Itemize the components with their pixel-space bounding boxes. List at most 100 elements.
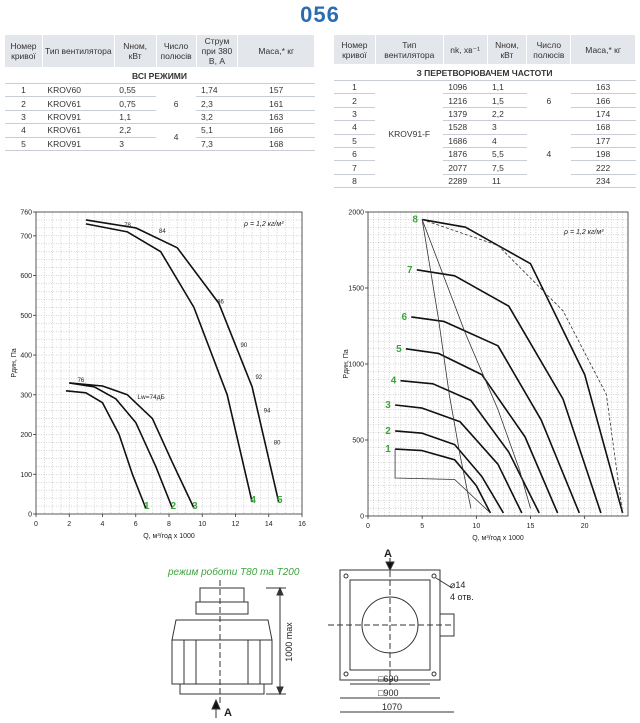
efficiency-curve [421, 219, 472, 509]
cell: 157 [237, 83, 315, 98]
y-tick-label: 0 [28, 512, 32, 519]
cell: 2,2 [487, 107, 527, 122]
leader-line [435, 577, 453, 589]
col-fan-type: Тип вентилятора [374, 34, 444, 65]
series-number-label: 4 [250, 495, 256, 506]
cell: 177 [570, 134, 636, 148]
cell: 4 [333, 120, 376, 135]
cell: 1528 [443, 120, 488, 135]
table-row: 8 2289 11 234 [333, 174, 636, 189]
x-tick-label: 0 [366, 523, 370, 530]
x-tick-label: 5 [420, 523, 424, 530]
arrow-down-icon [385, 561, 395, 572]
fan-top-view-drawing: A ⌀14 4 отв. □690 □900 1070 [328, 548, 474, 713]
series-line-3 [395, 404, 523, 514]
chart-axes [33, 211, 303, 517]
cell: 234 [570, 174, 636, 189]
cell: 2,2 [114, 123, 157, 138]
x-tick-label: 12 [232, 521, 240, 528]
x-tick-label: 10 [472, 523, 480, 530]
col-mass: Маса,* кг [237, 34, 315, 68]
mount-hole [431, 573, 437, 579]
cell: 2 [4, 96, 43, 111]
table-row: 3 KROV91 1,1 3,2 163 [4, 110, 315, 125]
cell: KROV91 [42, 110, 115, 125]
cell: 3 [333, 107, 376, 122]
height-label: 1000 max [284, 622, 294, 662]
col-mass: Маса,* кг [570, 34, 636, 65]
y-tick-label: 2000 [348, 210, 364, 217]
envelope-curve [422, 219, 623, 514]
cell: 1 [4, 83, 43, 98]
cell: KROV91 [42, 137, 115, 151]
cell: 5,1 [196, 123, 238, 138]
col-fan-type: Тип вентилятора [41, 34, 115, 68]
cell: 3,2 [196, 110, 238, 125]
cell: 1096 [443, 80, 488, 95]
y-axis-label: Pдин, Па [11, 348, 18, 377]
efficiency-curve [421, 219, 531, 509]
cell: 8 [333, 174, 376, 189]
base-plate [179, 683, 265, 695]
cell: KROV61 [42, 96, 115, 111]
cell: 3 [487, 120, 527, 135]
series-number-label: 2 [385, 426, 391, 437]
x-tick-label: 14 [265, 521, 273, 528]
series-line-3 [69, 382, 195, 509]
arrow-up-icon [211, 698, 221, 710]
page-title: 056 [300, 2, 340, 27]
cell: 4 [156, 123, 197, 151]
mount-hole [431, 671, 437, 677]
cell: 3 [114, 137, 157, 151]
x-tick-label: 2 [67, 521, 71, 528]
cell: 1379 [443, 107, 488, 122]
series-number-label: 1 [144, 501, 150, 512]
cell: 4 [4, 123, 43, 138]
cell: 0,55 [114, 83, 157, 98]
cell: 5,5 [487, 147, 527, 162]
series-number-label: 6 [402, 312, 408, 323]
col-power: Nном, кВт [113, 34, 157, 68]
cell: 0,75 [114, 96, 157, 111]
y-tick-label: 1500 [348, 286, 364, 293]
col-speed: nk, хв⁻¹ [442, 34, 488, 65]
cell: 6 [333, 147, 376, 162]
cell: 168 [570, 120, 636, 135]
cell: 2 [333, 93, 376, 108]
section-label: ВСІ РЕЖИМИ [4, 67, 315, 84]
cell: 166 [570, 93, 636, 108]
dim-1070-label: 1070 [382, 702, 402, 712]
y-tick-label: 1000 [348, 362, 364, 369]
table-row: 2 1216 1,5 166 [333, 93, 636, 108]
x-tick-label: 6 [134, 521, 138, 528]
noise-value-label: 84 [159, 229, 166, 235]
table-row: 7 2077 7,5 222 [333, 160, 636, 175]
chart-axes [365, 211, 629, 519]
cell: 7,5 [487, 160, 527, 175]
arrow-icon [276, 686, 284, 696]
y-tick-label: 500 [20, 313, 32, 320]
series-line-4 [85, 223, 253, 503]
table-row: 3 1379 2,2 174 [333, 107, 636, 122]
cell: 1 [333, 80, 376, 95]
chart-series-group [65, 219, 280, 509]
series-line-6 [411, 316, 581, 514]
table-row: 1 KROV91-F 1096 1,1 6 163 [333, 80, 636, 189]
cell: 7 [333, 160, 376, 175]
x-tick-label: 16 [298, 521, 306, 528]
noise-value-label: 80 [274, 440, 281, 446]
base-box [171, 639, 273, 685]
mount-hole [343, 573, 349, 579]
series-number-label: 5 [396, 344, 402, 355]
cell: 161 [237, 96, 315, 111]
cell: 5 [4, 137, 43, 151]
series-line-5 [405, 348, 559, 514]
y-tick-label: 100 [20, 472, 32, 479]
series-number-label: 7 [407, 265, 413, 276]
y-tick-label: 600 [20, 273, 32, 280]
x-tick-label: 15 [527, 523, 535, 530]
cell: 163 [570, 80, 636, 95]
cell: 1,1 [487, 80, 527, 95]
holes-count-label: 4 отв. [450, 592, 474, 602]
y-tick-label: 760 [20, 210, 32, 217]
